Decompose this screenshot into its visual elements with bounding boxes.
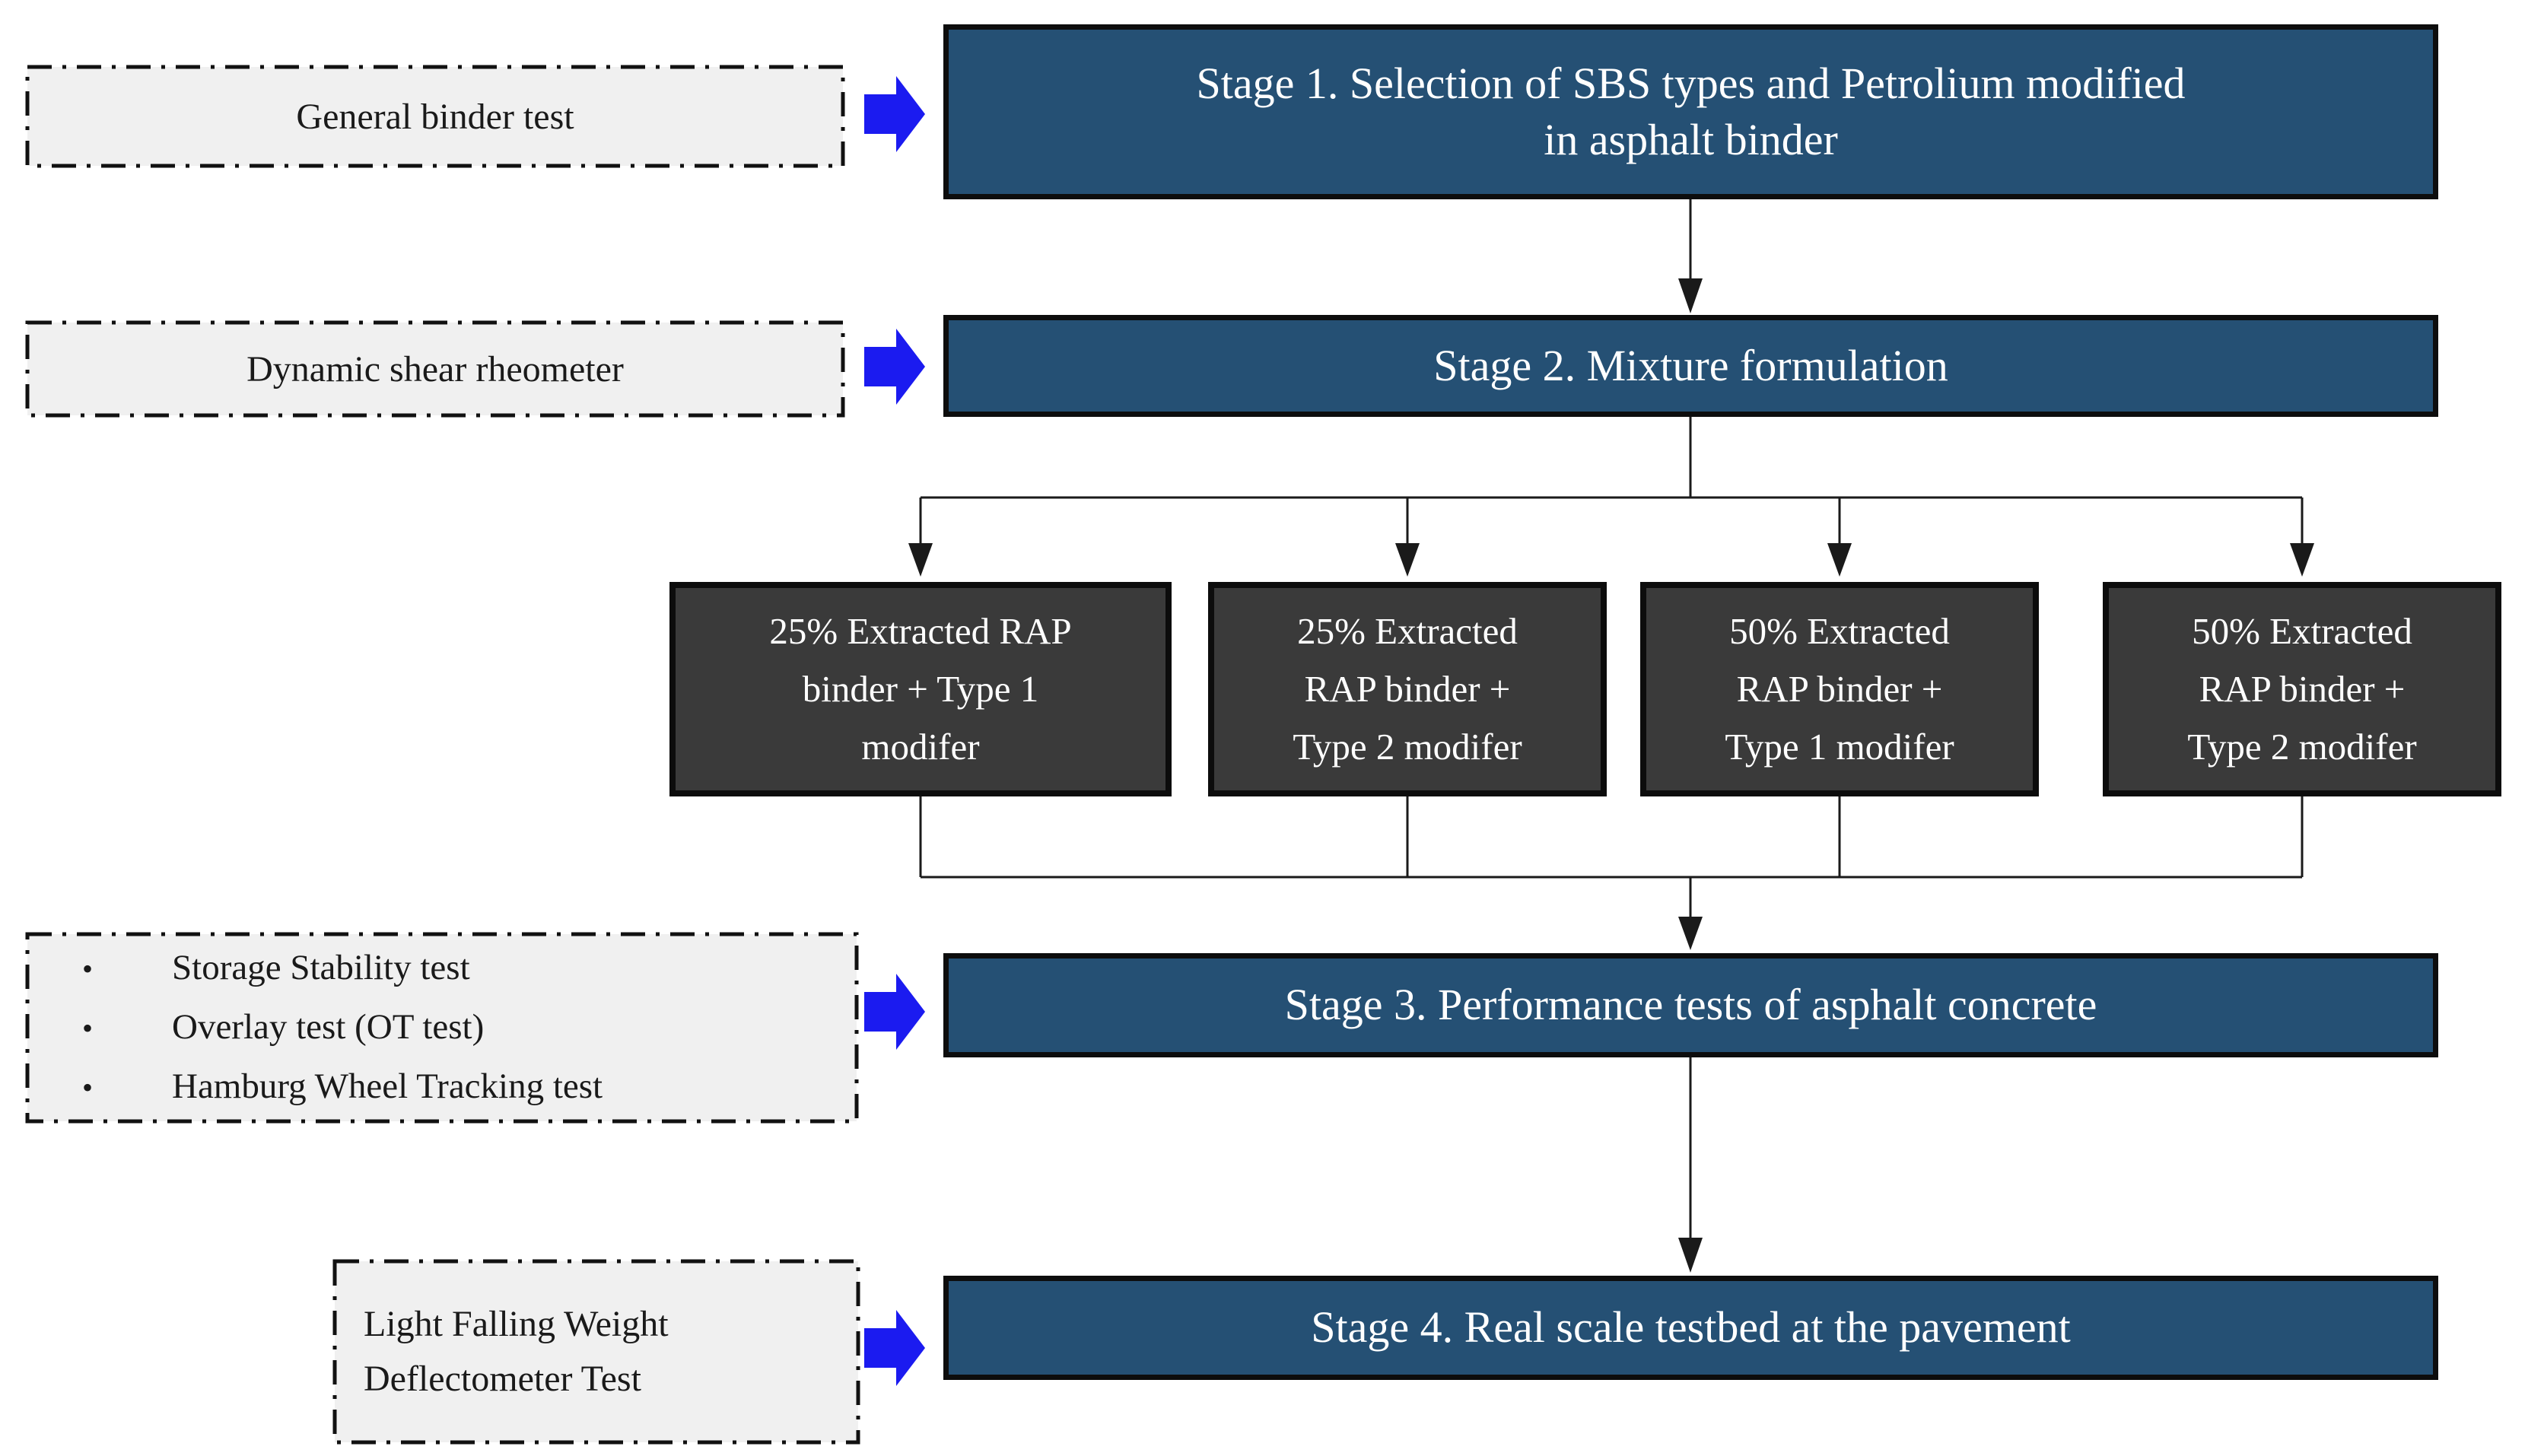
- blue-arrow-2: [864, 329, 925, 405]
- label3-frame: [25, 932, 859, 1124]
- stage3-title: Stage 3. Performance tests of asphalt co…: [1284, 980, 2097, 1030]
- list-item: • Hamburg Wheel Tracking test: [82, 1067, 857, 1107]
- arrowhead-stage2: [1678, 278, 1703, 313]
- branch2-label: 25% Extracted RAP binder + Type 2 modife…: [1293, 610, 1522, 768]
- stage1-title: Stage 1. Selection of SBS types and Petr…: [1196, 58, 2186, 164]
- arrowhead-stage4: [1678, 1238, 1703, 1273]
- blue-arrow-4: [864, 1310, 925, 1386]
- side-label-light-falling-weight: Light Falling Weight Deflectometer Test: [335, 1261, 858, 1442]
- bullet-icon: •: [82, 1070, 94, 1105]
- side-label1-text: General binder test: [296, 96, 574, 137]
- arrowhead-branch-2: [1395, 543, 1420, 577]
- list-item-text: Overlay test (OT test): [172, 1007, 485, 1047]
- blue-arrow-1: [864, 76, 925, 152]
- branch4-label: 50% Extracted RAP binder + Type 2 modife…: [2187, 610, 2417, 768]
- label2-frame: [25, 320, 845, 418]
- stage2-title: Stage 2. Mixture formulation: [1433, 340, 1948, 390]
- arrowhead-branch-4: [2290, 543, 2314, 577]
- branch-box-4: 50% Extracted RAP binder + Type 2 modife…: [2103, 582, 2501, 796]
- side-label2-text: Dynamic shear rheometer: [246, 348, 624, 389]
- bullet-icon: •: [82, 1011, 94, 1046]
- branch3-label: 50% Extracted RAP binder + Type 1 modife…: [1725, 610, 1954, 768]
- stage3-box: Stage 3. Performance tests of asphalt co…: [943, 953, 2438, 1057]
- list-item-text: Storage Stability test: [172, 948, 470, 988]
- stage4-title: Stage 4. Real scale testbed at the pavem…: [1311, 1302, 2071, 1353]
- label4-frame: [332, 1259, 860, 1445]
- list-item: • Storage Stability test: [82, 949, 857, 988]
- branch-box-1: 25% Extracted RAP binder + Type 1 modife…: [669, 582, 1172, 796]
- label1-frame: [25, 65, 845, 168]
- bullet-icon: •: [82, 952, 94, 987]
- arrowhead-stage3: [1678, 917, 1703, 950]
- side-label-dynamic-shear-rheometer: Dynamic shear rheometer: [27, 323, 843, 415]
- side-label-general-binder-test: General binder test: [27, 67, 843, 166]
- blue-arrow-3: [864, 974, 925, 1050]
- arrowhead-branch-1: [908, 543, 933, 577]
- branch-box-3: 50% Extracted RAP binder + Type 1 modife…: [1640, 582, 2039, 796]
- side-label-performance-test-list: • Storage Stability test • Overlay test …: [27, 934, 857, 1121]
- list-item: • Overlay test (OT test): [82, 1007, 857, 1047]
- arrowhead-branch-3: [1827, 543, 1852, 577]
- list-item-text: Hamburg Wheel Tracking test: [172, 1066, 603, 1106]
- branch-box-2: 25% Extracted RAP binder + Type 2 modife…: [1208, 582, 1607, 796]
- branch1-label: 25% Extracted RAP binder + Type 1 modife…: [769, 610, 1072, 768]
- stage1-box: Stage 1. Selection of SBS types and Petr…: [943, 24, 2438, 199]
- stage2-box: Stage 2. Mixture formulation: [943, 315, 2438, 417]
- stage4-box: Stage 4. Real scale testbed at the pavem…: [943, 1276, 2438, 1380]
- side-label4-text: Light Falling Weight Deflectometer Test: [364, 1304, 669, 1399]
